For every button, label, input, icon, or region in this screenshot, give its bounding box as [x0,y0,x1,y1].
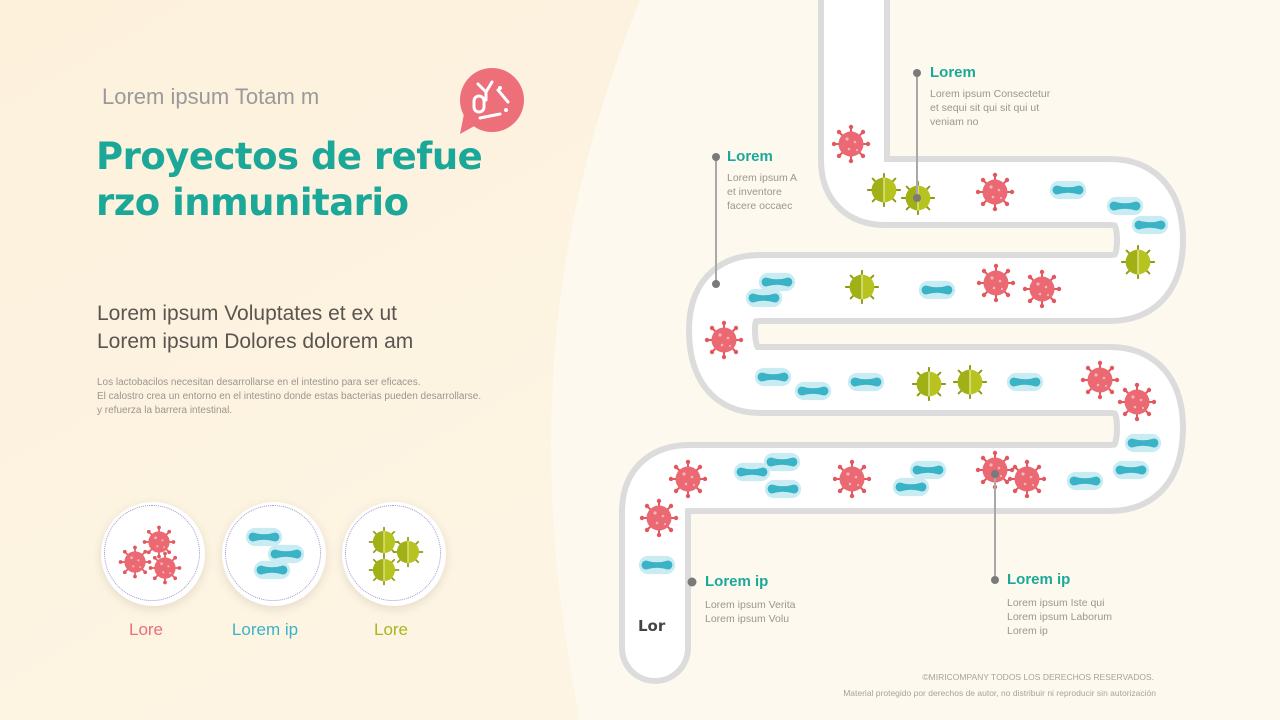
body-line-2: El calostro crea un entorno en el intest… [97,391,482,402]
red-virus-icon [639,498,679,538]
category-red-virus [101,502,205,606]
red-virus-icon [1080,360,1120,400]
green-virus-icon [952,364,988,400]
body-line-1: Los lactobacilos necesitan desarrollarse… [97,377,421,388]
body-line-3: y refuerza la barrera intestinal. [97,405,233,416]
blue-bacteria-icon [1006,372,1044,392]
callout-2: Lorem Lorem ipsum A et inventore facere … [727,148,797,213]
lead-text: Lorem ipsum Voluptates et ex ut Lorem ip… [97,300,413,356]
callout-4-title: Lorem ip [1007,571,1071,588]
subtitle: Lorem ipsum Totam m [102,84,320,109]
red-virus-icon [1117,382,1157,422]
category-blue-bacteria [222,502,326,606]
blue-bacteria-icon [1124,433,1162,453]
red-virus-icon [1022,269,1062,309]
blue-bacteria-icon [754,367,792,387]
callout-3-title: Lorem ip [705,573,769,590]
category-label-blue: Lorem ip [231,620,299,639]
category-label-green: Lore [373,620,409,639]
red-virus-icon [668,459,708,499]
red-virus-icon [832,459,872,499]
red-virus-icon [976,263,1016,303]
bacteria-bubble-icon [460,68,524,134]
blue-bacteria-icon [1066,471,1104,491]
blue-bacteria-icon [764,479,802,499]
callout-4-desc-1: Lorem ipsum Iste qui [1007,597,1105,609]
callout-4-desc-2: Lorem ipsum Laborum [1007,611,1113,623]
blue-bacteria-icon [638,555,676,575]
callout-2-desc-2: et inventore [727,186,782,198]
tube-end-label: Lor [638,617,666,635]
blue-bacteria-icon [918,280,956,300]
callout-2-desc-3: facere occaec [727,200,793,212]
blue-bacteria-icon [794,381,832,401]
callout-1-desc-1: Lorem ipsum Consectetur [930,88,1051,100]
red-virus-icon [831,124,871,164]
blue-bacteria-icon [1049,180,1087,200]
callout-4: Lorem ip Lorem ipsum Iste qui Lorem ipsu… [1007,571,1112,638]
blue-bacteria-icon [909,460,947,480]
callout-3-desc-1: Lorem ipsum Verita [705,599,796,611]
callout-1-title: Lorem [930,64,976,81]
green-virus-icon [866,172,902,208]
callout-3-desc-2: Lorem ipsum Volu [705,613,790,625]
footer-notice: Material protegido por derechos de autor… [843,688,1156,698]
callout-4-desc-3: Lorem ip [1007,625,1048,637]
callout-1-desc-2: et sequi sit qui sit qui ut [930,102,1040,114]
green-virus-icon [1120,244,1156,280]
callout-2-title: Lorem [727,148,773,165]
callout-1-desc-3: veniam no [930,116,979,128]
category-label-red: Lore [128,620,164,639]
category-green-virus [342,502,446,606]
green-virus-icon [844,269,880,305]
callout-3: Lorem ip Lorem ipsum Verita Lorem ipsum … [705,573,795,626]
blue-bacteria-icon [1131,215,1169,235]
blue-bacteria-icon [847,372,885,392]
blue-bacteria-icon [763,452,801,472]
blue-bacteria-icon [745,288,783,308]
footer-copyright: ©MIRICOMPANY TODOS LOS DERECHOS RESERVAD… [922,672,1154,682]
body-text: Los lactobacilos necesitan desarrollarse… [97,376,481,418]
red-virus-icon [704,320,744,360]
green-virus-icon [911,366,947,402]
blue-bacteria-icon [892,477,930,497]
red-virus-icon [1007,459,1047,499]
callout-2-desc-1: Lorem ipsum A [727,172,798,184]
callout-1: Lorem Lorem ipsum Consectetur et sequi s… [930,64,1050,129]
blue-bacteria-icon [1106,196,1144,216]
lead-line-1: Lorem ipsum Voluptates et ex ut [97,302,397,325]
lead-line-2: Lorem ipsum Dolores dolorem am [97,330,414,353]
blue-bacteria-icon [1112,460,1150,480]
page-title: Proyectos de refuerzo inmunitario [96,135,483,224]
blue-bacteria-icon [758,272,796,292]
red-virus-icon [975,172,1015,212]
